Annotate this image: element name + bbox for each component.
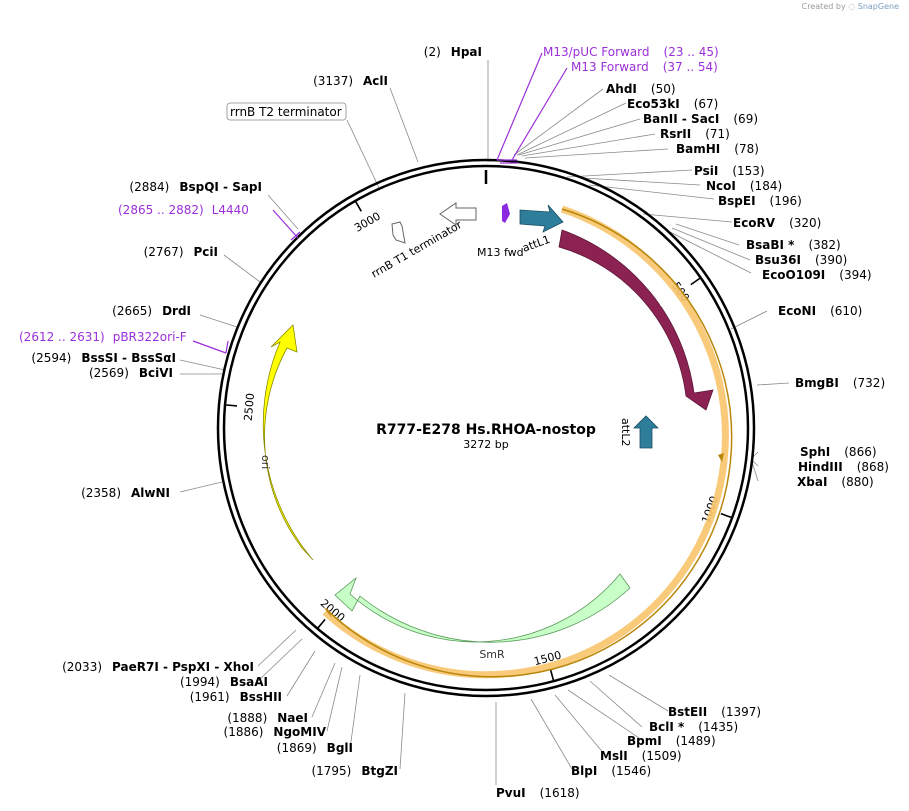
feature-ori[interactable] [262,324,314,561]
tick-mark-2000 [316,618,326,630]
site-blpi[interactable]: BlpI(1546) [571,764,651,778]
sites-left: (2)HpaI (3137)AclI (2884)BspQI - SapI (2… [31,45,482,778]
backbone-outer [216,158,756,698]
feature-smr[interactable] [334,573,631,643]
site-bsteii[interactable]: BstEII(1397) [668,705,761,719]
site-ecoo109i[interactable]: EcoO109I(394) [762,268,872,282]
site-ecorv[interactable]: EcoRV(320) [733,216,821,230]
feature-label-attl1: attL1 [521,233,552,255]
orf-line [326,208,733,678]
tick-mark-1000 [720,512,733,519]
feature-box-rrnb-t2 [226,102,347,121]
site-ngomiv[interactable]: (1886)NgoMIV [224,725,327,739]
primer-label-m13-puc: M13/pUC Forward(23 .. 45) [543,45,719,59]
primer-markers [192,52,568,354]
site-bsabi[interactable]: BsaBI *(382) [746,238,841,252]
site-ahdi[interactable]: AhdI(50) [606,82,676,96]
feature-attl2[interactable] [633,415,659,449]
site-bspei[interactable]: BspEI(196) [718,194,802,208]
snapgene-credit: Created by ◌ SnapGene [801,2,899,11]
orf-highlight [322,205,729,679]
site-bamhi[interactable]: BamHI(78) [676,142,759,156]
site-msli[interactable]: MslI(1509) [600,749,682,763]
tick-mark-1500 [549,669,555,682]
snapgene-logo-icon: ◌ [848,2,856,11]
site-banii-saci[interactable]: BanII - SacI(69) [643,112,758,126]
site-pcii[interactable]: (2767)PciI [144,245,218,259]
site-bsshii[interactable]: (1961)BssHII [190,690,282,704]
feature-label-rrnb-t2: rrnB T2 terminator [230,105,342,119]
site-bsaai[interactable]: (1994)BsaAI [180,675,268,689]
site-hpai[interactable]: (2)HpaI [424,45,482,59]
sites-right: AhdI(50) Eco53kI(67) BanII - SacI(69) Rs… [496,82,889,800]
site-bmgbi[interactable]: BmgBI(732) [795,376,885,390]
site-bpmi[interactable]: BpmI(1489) [627,734,716,748]
feature-attl1[interactable] [519,204,564,233]
site-acli[interactable]: (3137)AclI [313,74,388,88]
tick-label-3000: 3000 [352,210,383,235]
orf-arrow-start [718,453,724,462]
site-sphi[interactable]: SphI(866) [800,445,877,459]
site-psii[interactable]: PsiI(153) [694,164,765,178]
site-bsu36i[interactable]: Bsu36I(390) [755,253,847,267]
site-bgli[interactable]: (1869)BglI [277,741,353,755]
site-hindiii[interactable]: HindIII(868) [798,460,889,474]
tick-mark-2500 [224,404,238,407]
site-econi[interactable]: EcoNI(610) [778,304,862,318]
site-xbai[interactable]: XbaI(880) [797,475,874,489]
site-rsrii[interactable]: RsrII(71) [660,127,730,141]
site-naei[interactable]: (1888)NaeI [227,711,308,725]
site-ncoi[interactable]: NcoI(184) [706,179,782,193]
feature-label-rrnb-t1: rrnB T1 terminator [369,218,465,281]
feature-label-smr: SmR [479,648,505,661]
tick-mark-500 [690,277,702,286]
primer-label-pbr322ori-f: (2612 .. 2631)pBR322ori-F [19,330,187,344]
feature-label-attl2: attL2 [619,418,632,447]
primer-label-l4440: (2865 .. 2882)L4440 [118,203,249,217]
site-bsssi-bsssai[interactable]: (2594)BssSI - BssSαI [31,351,176,365]
orf-arrow-end [324,608,332,618]
tick-mark-3000 [354,200,362,212]
site-paer7i-pspxi-xhoi[interactable]: (2033)PaeR7I - PspXI - XhoI [62,660,254,674]
feature-label-ori: ori [259,455,272,469]
plasmid-length: 3272 bp [463,438,508,451]
site-eco53ki[interactable]: Eco53kI(67) [627,97,718,111]
site-bspqi-sapi[interactable]: (2884)BspQI - SapI [129,180,262,194]
leader-lines [179,60,790,785]
feature-rrnb-t1[interactable] [439,202,477,226]
site-drdi[interactable]: (2665)DrdI [112,304,191,318]
site-pvui[interactable]: PvuI(1618) [496,786,580,800]
site-bcivi[interactable]: (2569)BciVI [89,366,173,380]
feature-rhoa[interactable] [558,229,714,411]
site-alwni[interactable]: (2358)AlwNI [81,486,170,500]
site-btgzi[interactable]: (1795)BtgZI [311,764,398,778]
backbone-inner [222,164,750,692]
plasmid-name: R777-E278 Hs.RHOA-nostop [376,422,596,438]
feature-label-m13-fwd: M13 fwd [477,246,524,259]
tick-label-2500: 2500 [242,393,257,422]
primer-label-m13-forward: M13 Forward(37 .. 54) [571,60,718,74]
feature-rrnb-t2[interactable] [391,221,406,244]
feature-m13-fwd[interactable] [502,203,510,223]
site-bcli[interactable]: BclI *(1435) [649,720,738,734]
